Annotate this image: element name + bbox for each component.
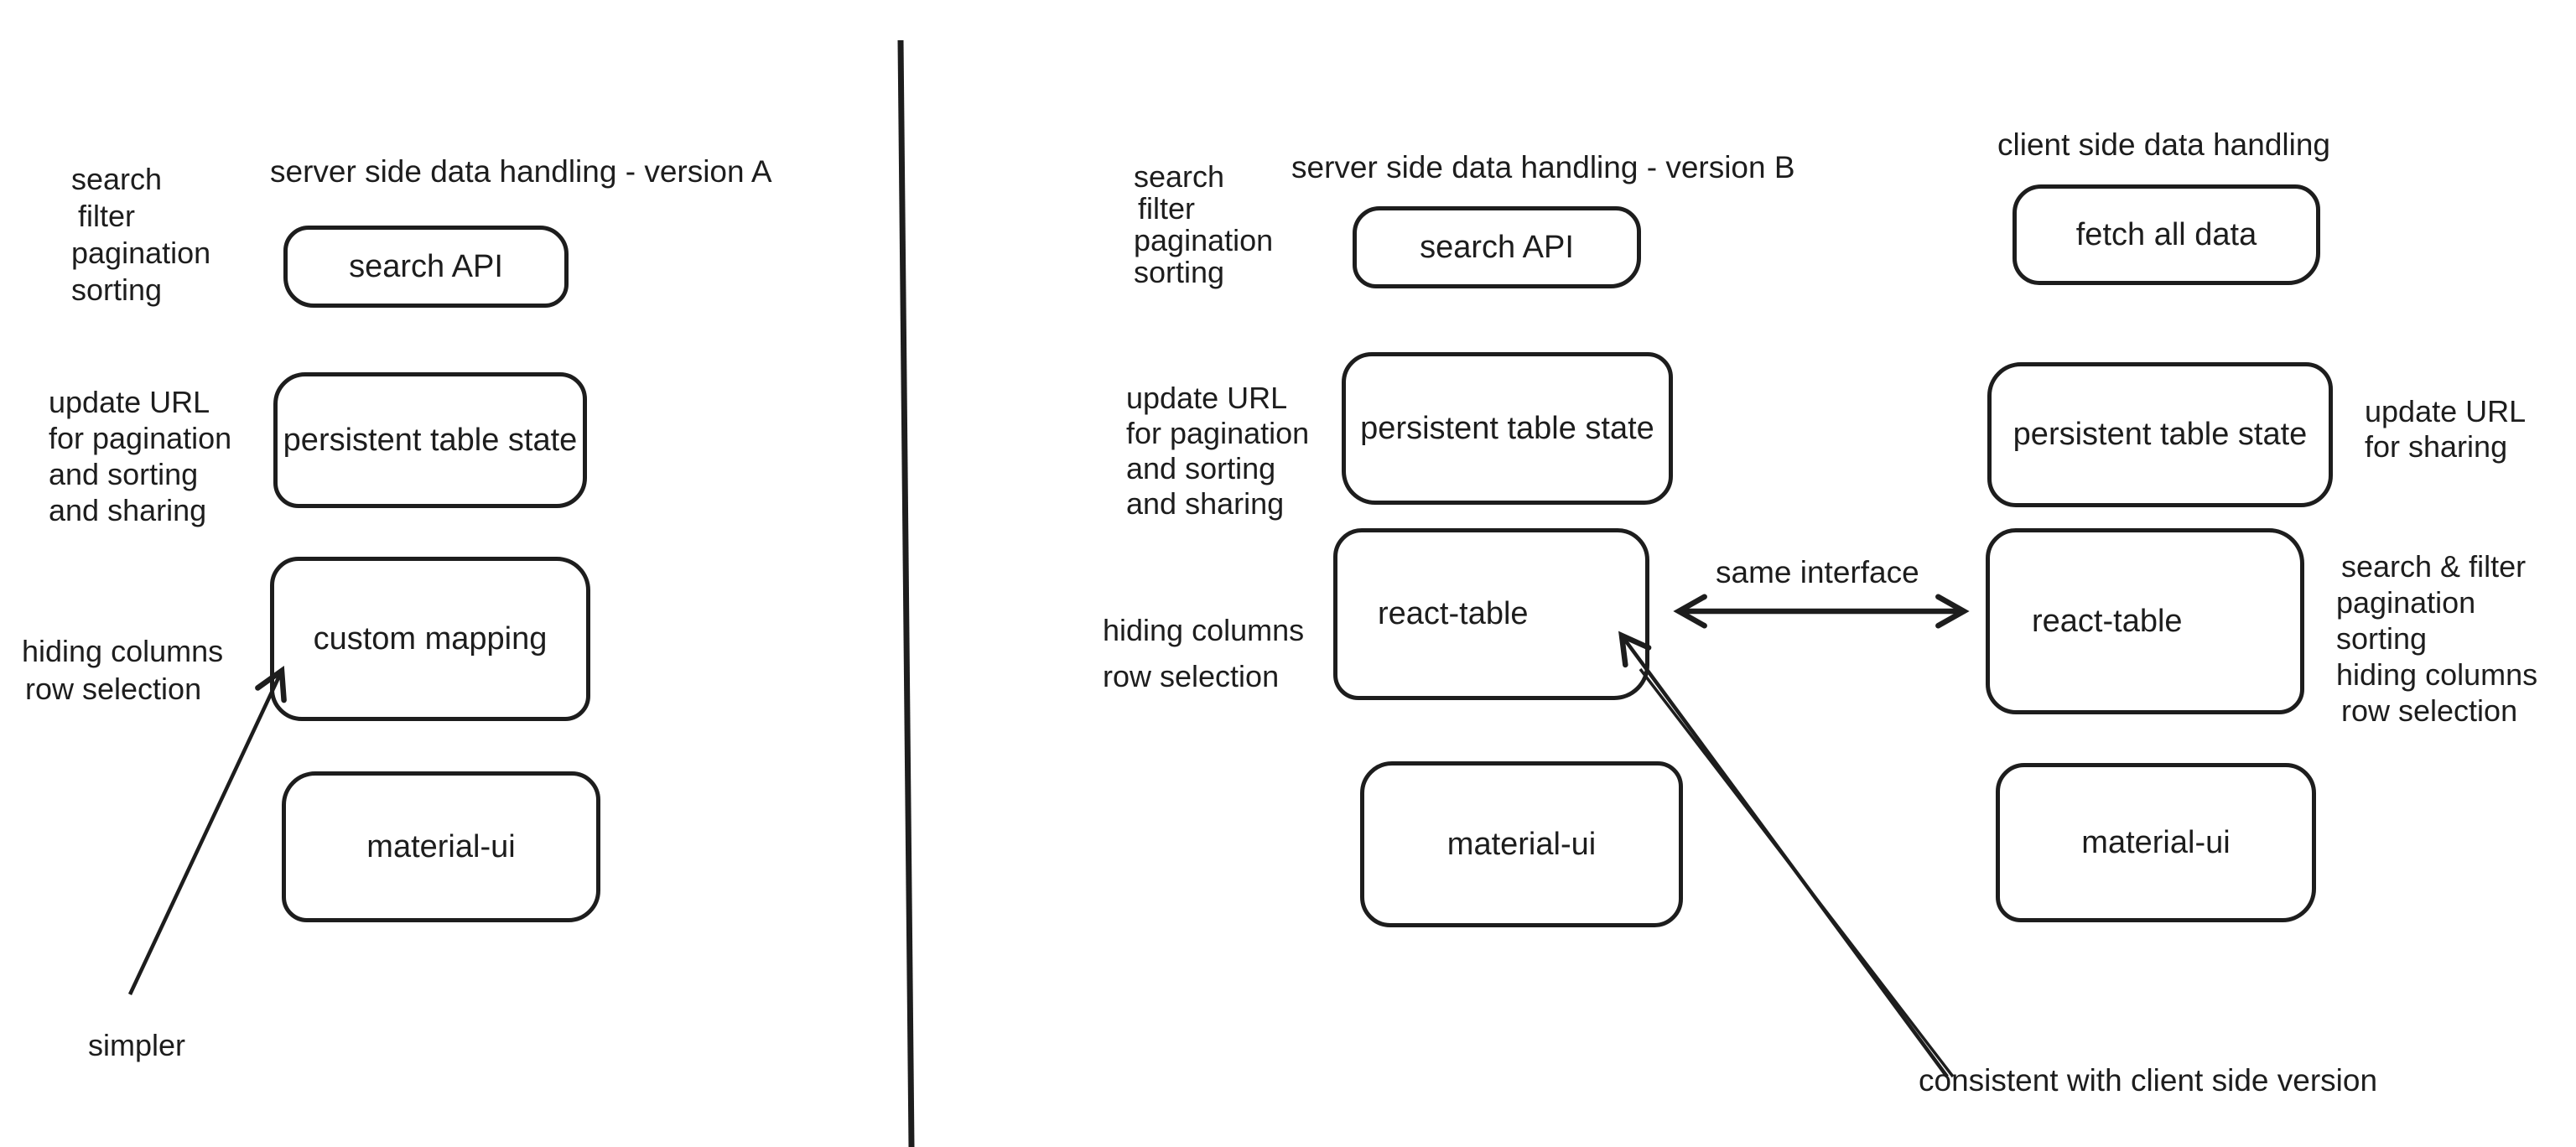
annotation-line: sorting: [1134, 255, 1225, 289]
node-material-ui: material-ui: [1360, 761, 1683, 927]
node-persistent-table-state: persistent table state: [1342, 352, 1673, 505]
features-right-annotation: search & filter pagination sorting hidin…: [2336, 548, 2537, 729]
annotation-line: hiding columns: [2336, 657, 2538, 692]
annotation-line: and sharing: [49, 493, 207, 527]
arrow-consistent-second-stroke: [1639, 667, 1955, 1078]
node-search-api: search API: [283, 226, 569, 308]
annotation-line: pagination: [2336, 585, 2476, 620]
annotation-line: search: [71, 162, 163, 196]
annotation-line: for pagination: [49, 421, 232, 455]
node-react-table: react-table: [1333, 528, 1649, 700]
annotation-line: search: [1134, 159, 1225, 194]
annotation-line: pagination: [1134, 223, 1274, 257]
annotation-line: update URL: [49, 385, 210, 419]
section-title: server side data handling - version B: [1291, 150, 1795, 184]
annotation-line: sorting: [2336, 621, 2428, 656]
section-divider-line: [897, 39, 915, 1147]
annotation-line: row selection: [1103, 659, 1280, 693]
node-fetch-all-data: fetch all data: [2012, 184, 2320, 285]
annotation-line: and sorting: [1126, 451, 1276, 485]
annotation-line: row selection: [2341, 693, 2518, 728]
annotation-line: for sharing: [2365, 429, 2508, 464]
annotation-line: row selection: [25, 672, 202, 706]
node-custom-mapping: custom mapping: [270, 557, 590, 721]
consistent-annotation: consistent with client side version: [1919, 1063, 2378, 1098]
hiding-columns-annotation: hiding columns row selection: [22, 632, 223, 708]
node-material-ui: material-ui: [1996, 763, 2316, 922]
update-url-annotation: update URL for sharing: [2365, 394, 2526, 465]
annotation-line: filter: [78, 199, 136, 233]
update-url-annotation: update URL for pagination and sorting an…: [1126, 381, 1309, 522]
annotation-line: and sorting: [49, 457, 199, 491]
section-title: server side data handling - version A: [270, 154, 772, 189]
same-interface-annotation: same interface: [1716, 555, 1919, 589]
annotation-line: update URL: [2365, 394, 2527, 428]
node-react-table: react-table: [1986, 528, 2304, 714]
annotation-line: sorting: [71, 272, 163, 307]
node-persistent-table-state: persistent table state: [273, 372, 587, 508]
annotation-line: for pagination: [1126, 416, 1310, 450]
node-persistent-table-state: persistent table state: [1987, 362, 2333, 507]
annotation-line: update URL: [1126, 381, 1288, 415]
hiding-columns-annotation: hiding columns row selection: [1103, 607, 1304, 699]
annotation-line: hiding columns: [22, 634, 224, 668]
node-search-api: search API: [1353, 206, 1641, 288]
update-url-annotation: update URL for pagination and sorting an…: [49, 384, 231, 528]
node-material-ui: material-ui: [282, 771, 600, 922]
arrow-simpler: [127, 665, 287, 995]
annotation-line: filter: [1138, 191, 1196, 226]
annotation-line: hiding columns: [1103, 613, 1305, 647]
features-annotation: search filter pagination sorting: [1134, 161, 1273, 288]
simpler-annotation: simpler: [88, 1028, 186, 1062]
features-annotation: search filter pagination sorting: [71, 161, 210, 309]
annotation-line: pagination: [71, 236, 211, 270]
section-title: client side data handling: [1997, 127, 2331, 162]
annotation-line: and sharing: [1126, 486, 1285, 521]
annotation-line: search & filter: [2341, 549, 2527, 584]
